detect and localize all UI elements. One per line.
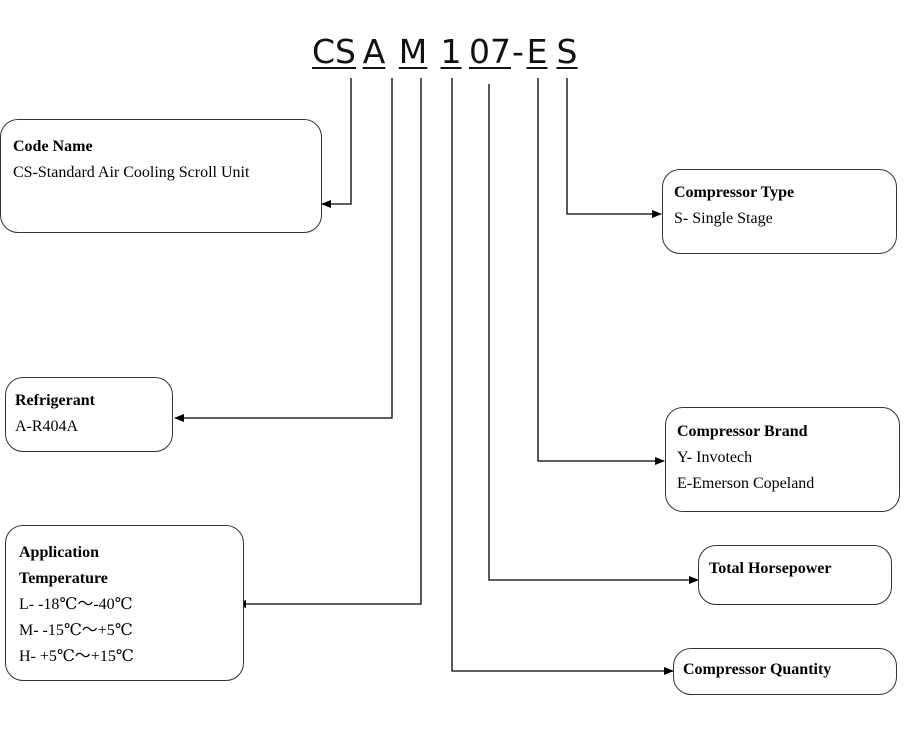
application-temperature-line-l: L- -18℃～-40℃ (19, 596, 133, 613)
compressor-brand-line-e: E-Emerson Copeland (677, 475, 815, 492)
code-part-s: S (556, 32, 578, 71)
application-temperature-box: Application Temperature L- -18℃～-40℃ M- … (5, 525, 244, 681)
compressor-type-line: S- Single Stage (674, 210, 773, 227)
line-m (236, 78, 422, 608)
code-dash: - (512, 32, 524, 71)
code-part-cs: CS (312, 32, 356, 71)
application-temperature-title-2: Temperature (19, 570, 108, 587)
line-a (174, 78, 393, 422)
compressor-brand-box: Compressor Brand Y- Invotech E-Emerson C… (665, 407, 900, 512)
code-part-a: A (362, 32, 386, 71)
code-name-line: CS-Standard Air Cooling Scroll Unit (13, 164, 250, 181)
line-e (537, 78, 665, 465)
compressor-brand-title: Compressor Brand (677, 423, 808, 440)
application-temperature-title-1: Application (19, 544, 100, 561)
line-s (566, 78, 662, 218)
refrigerant-line: A-R404A (15, 418, 79, 435)
line-cs (321, 78, 352, 208)
compressor-type-box: Compressor Type S- Single Stage (662, 169, 897, 254)
code-part-1: 1 (440, 32, 462, 71)
code-name-box: Code Name CS-Standard Air Cooling Scroll… (0, 119, 322, 233)
application-temperature-line-h: H- +5℃～+15℃ (19, 648, 134, 665)
refrigerant-box: Refrigerant A-R404A (5, 377, 173, 452)
compressor-brand-line-y: Y- Invotech (677, 449, 753, 466)
total-horsepower-title: Total Horsepower (709, 560, 832, 577)
total-horsepower-box: Total Horsepower (698, 545, 892, 605)
compressor-type-title: Compressor Type (674, 184, 795, 201)
code-part-07: 07 (469, 32, 511, 71)
compressor-quantity-title: Compressor Quantity (683, 661, 832, 678)
compressor-quantity-box: Compressor Quantity (673, 648, 897, 695)
code-part-e: E (526, 32, 548, 71)
line-07 (488, 84, 699, 584)
application-temperature-line-m: M- -15℃～+5℃ (19, 622, 133, 639)
line-1 (451, 78, 674, 675)
refrigerant-title: Refrigerant (15, 392, 95, 409)
code-name-title: Code Name (13, 138, 93, 155)
code-part-m: M (398, 32, 428, 71)
